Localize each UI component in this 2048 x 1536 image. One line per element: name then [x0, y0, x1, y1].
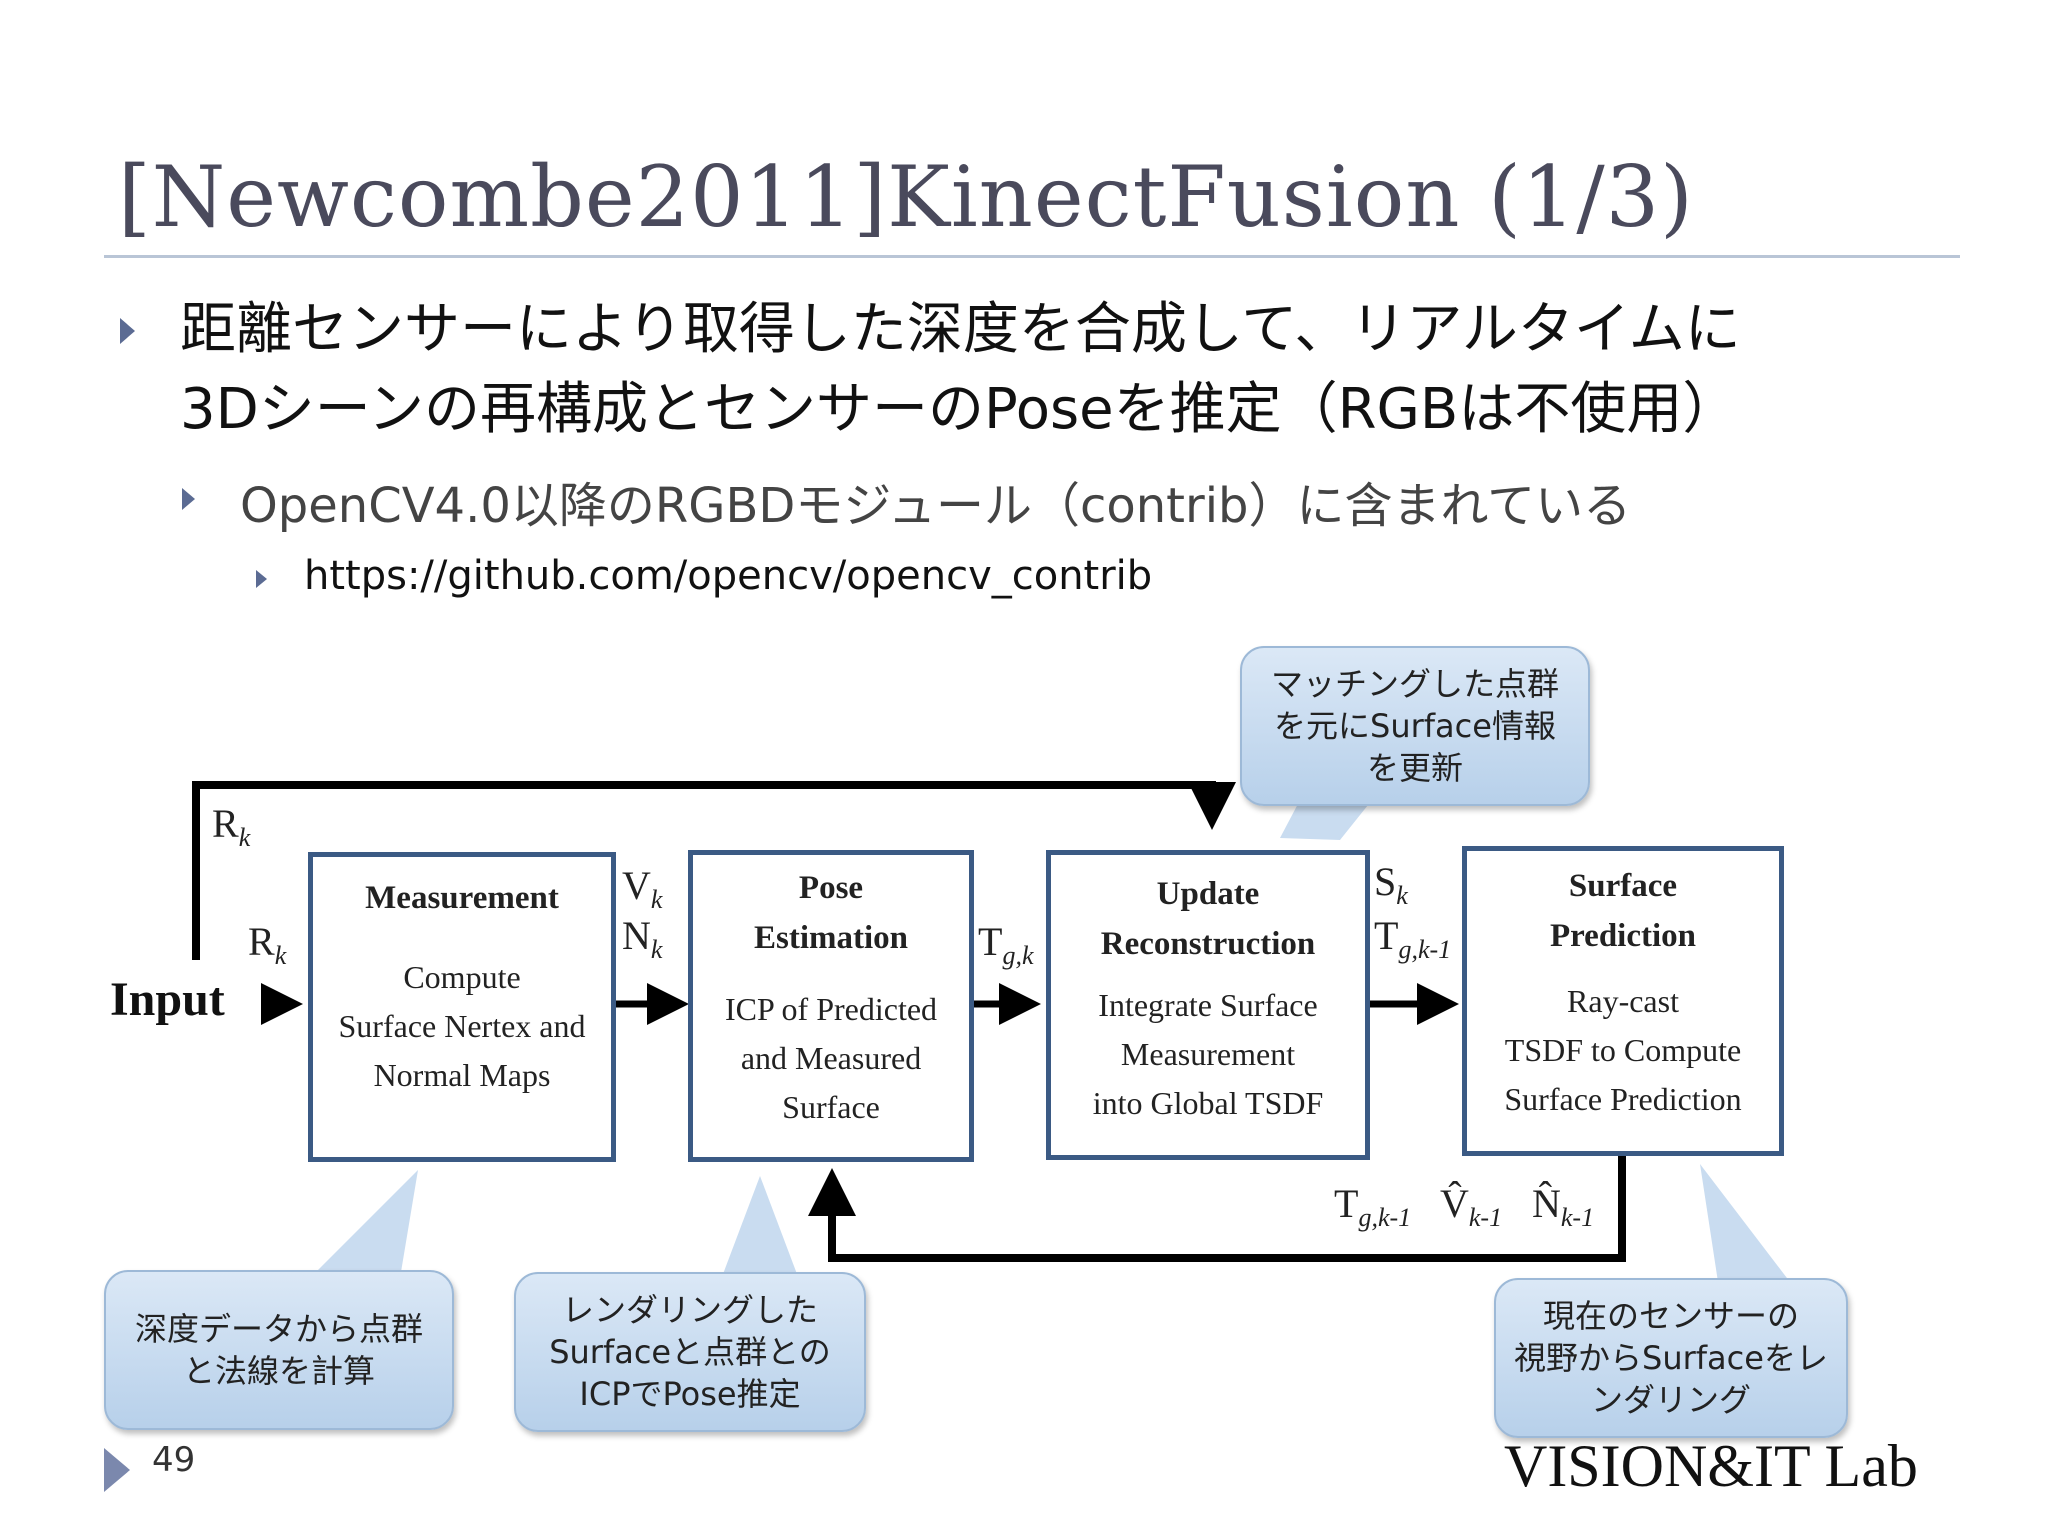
- update-body-line: Measurement: [1120, 1036, 1296, 1072]
- vk-symbol: Vk: [622, 863, 663, 914]
- rk-top-symbol: Rk: [212, 801, 251, 852]
- bullet-level2: OpenCV4.0以降のRGBDモジュール（contrib）に含まれている: [240, 478, 1632, 534]
- callout-update-tail: [1280, 800, 1372, 840]
- page-marker-icon: [104, 1448, 130, 1492]
- pose-body-line: Surface: [782, 1089, 880, 1125]
- rk-input-symbol: Rk: [248, 919, 287, 970]
- feedback-vhat-symbol: V̂k-1: [1440, 1181, 1503, 1232]
- surface-prediction-box: Surface Prediction Ray-cast TSDF to Comp…: [1462, 846, 1784, 1156]
- pose-body-line: ICP of Predicted: [724, 991, 938, 1027]
- callout-measurement-tail: [310, 1170, 418, 1278]
- input-label: Input: [110, 973, 225, 1026]
- bullet-marker-icon: [182, 488, 195, 510]
- measurement-body-line: Compute: [403, 959, 521, 995]
- pose-estimation-box: Pose Estimation ICP of Predicted and Mea…: [688, 850, 974, 1162]
- rk-feedforward-line: [192, 781, 1236, 960]
- prediction-title-line: Prediction: [1549, 918, 1697, 954]
- feedback-tgk1-symbol: Tg,k-1: [1334, 1181, 1412, 1232]
- pose-title-line: Pose: [798, 870, 864, 906]
- nk-symbol: Nk: [622, 913, 663, 964]
- update-body-line: into Global TSDF: [1092, 1085, 1324, 1121]
- callout-pose-tail: [720, 1176, 800, 1282]
- update-body-line: Integrate Surface: [1098, 987, 1318, 1023]
- update-title-line: Update: [1156, 876, 1260, 912]
- tgk-symbol: Tg,k: [978, 919, 1034, 970]
- bullet-marker-icon: [120, 318, 135, 344]
- callout-update: マッチングした点群 を元にSurface情報 を更新: [1240, 646, 1590, 806]
- prediction-body-line: TSDF to Compute: [1504, 1032, 1742, 1068]
- measurement-box: Measurement Compute Surface Nertex and N…: [308, 852, 616, 1162]
- feedback-nhat-symbol: N̂k-1: [1532, 1181, 1595, 1232]
- bullet-marker-icon: [256, 570, 267, 588]
- update-reconstruction-box: Update Reconstruction Integrate Surface …: [1046, 850, 1370, 1160]
- bullet-level1-line2: 3Dシーンの再構成とセンサーのPoseを推定（RGBは不使用）: [180, 377, 1739, 442]
- page-number: 49: [152, 1440, 196, 1480]
- callout-prediction: 現在のセンサーの 視野からSurfaceをレ ンダリング: [1494, 1278, 1848, 1438]
- measurement-body-line: Normal Maps: [373, 1057, 551, 1093]
- title-divider: [104, 255, 1960, 258]
- tgk1-symbol: Tg,k-1: [1374, 913, 1452, 964]
- measurement-title: Measurement: [365, 880, 559, 916]
- slide-title: [Newcombe2011]KinectFusion (1/3): [118, 148, 1694, 246]
- callout-pose: レンダリングした Surfaceと点群との ICPでPose推定: [514, 1272, 866, 1432]
- prediction-body-line: Ray-cast: [1567, 983, 1679, 1019]
- callout-prediction-tail: [1700, 1164, 1790, 1282]
- pose-body-line: and Measured: [740, 1040, 922, 1076]
- bullet-level1-line1: 距離センサーにより取得した深度を合成して、リアルタイムに: [180, 297, 1741, 362]
- pose-title-line: Estimation: [753, 920, 908, 956]
- prediction-body-line: Surface Prediction: [1504, 1081, 1742, 1117]
- prediction-feedback-line: [808, 1156, 1626, 1262]
- update-title-line: Reconstruction: [1100, 926, 1316, 962]
- prediction-title-line: Surface: [1568, 868, 1678, 904]
- sk-symbol: Sk: [1374, 859, 1408, 910]
- measurement-body-line: Surface Nertex and: [338, 1008, 586, 1044]
- lab-logo: VISION&IT Lab: [1504, 1433, 1918, 1499]
- bullet-level3-link[interactable]: https://github.com/opencv/opencv_contrib: [304, 553, 1153, 599]
- callout-measurement: 深度データから点群 と法線を計算: [104, 1270, 454, 1430]
